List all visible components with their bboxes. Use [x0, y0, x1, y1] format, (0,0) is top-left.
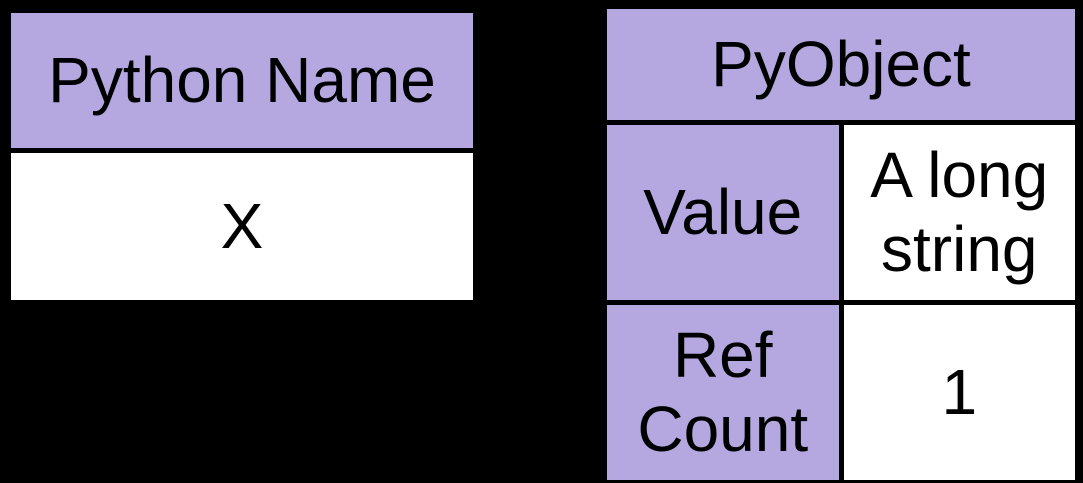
ref-count-label-cell: Ref Count [602, 300, 844, 483]
table-row: X [6, 148, 478, 305]
table-row: Ref Count 1 [602, 300, 1080, 483]
pyobject-table: PyObject Value A long string Ref Count 1 [602, 4, 1080, 483]
python-name-table: Python Name X [6, 8, 478, 305]
python-name-header-cell: Python Name [6, 8, 478, 153]
value-label-cell: Value [602, 120, 844, 305]
value-data-cell: A long string [838, 120, 1080, 305]
table-row: Python Name [6, 8, 478, 153]
pyobject-header-cell: PyObject [602, 4, 1080, 125]
table-row: Value A long string [602, 120, 1080, 305]
table-row: PyObject [602, 4, 1080, 125]
ref-count-data-cell: 1 [838, 300, 1080, 483]
python-name-value-cell: X [6, 148, 478, 305]
